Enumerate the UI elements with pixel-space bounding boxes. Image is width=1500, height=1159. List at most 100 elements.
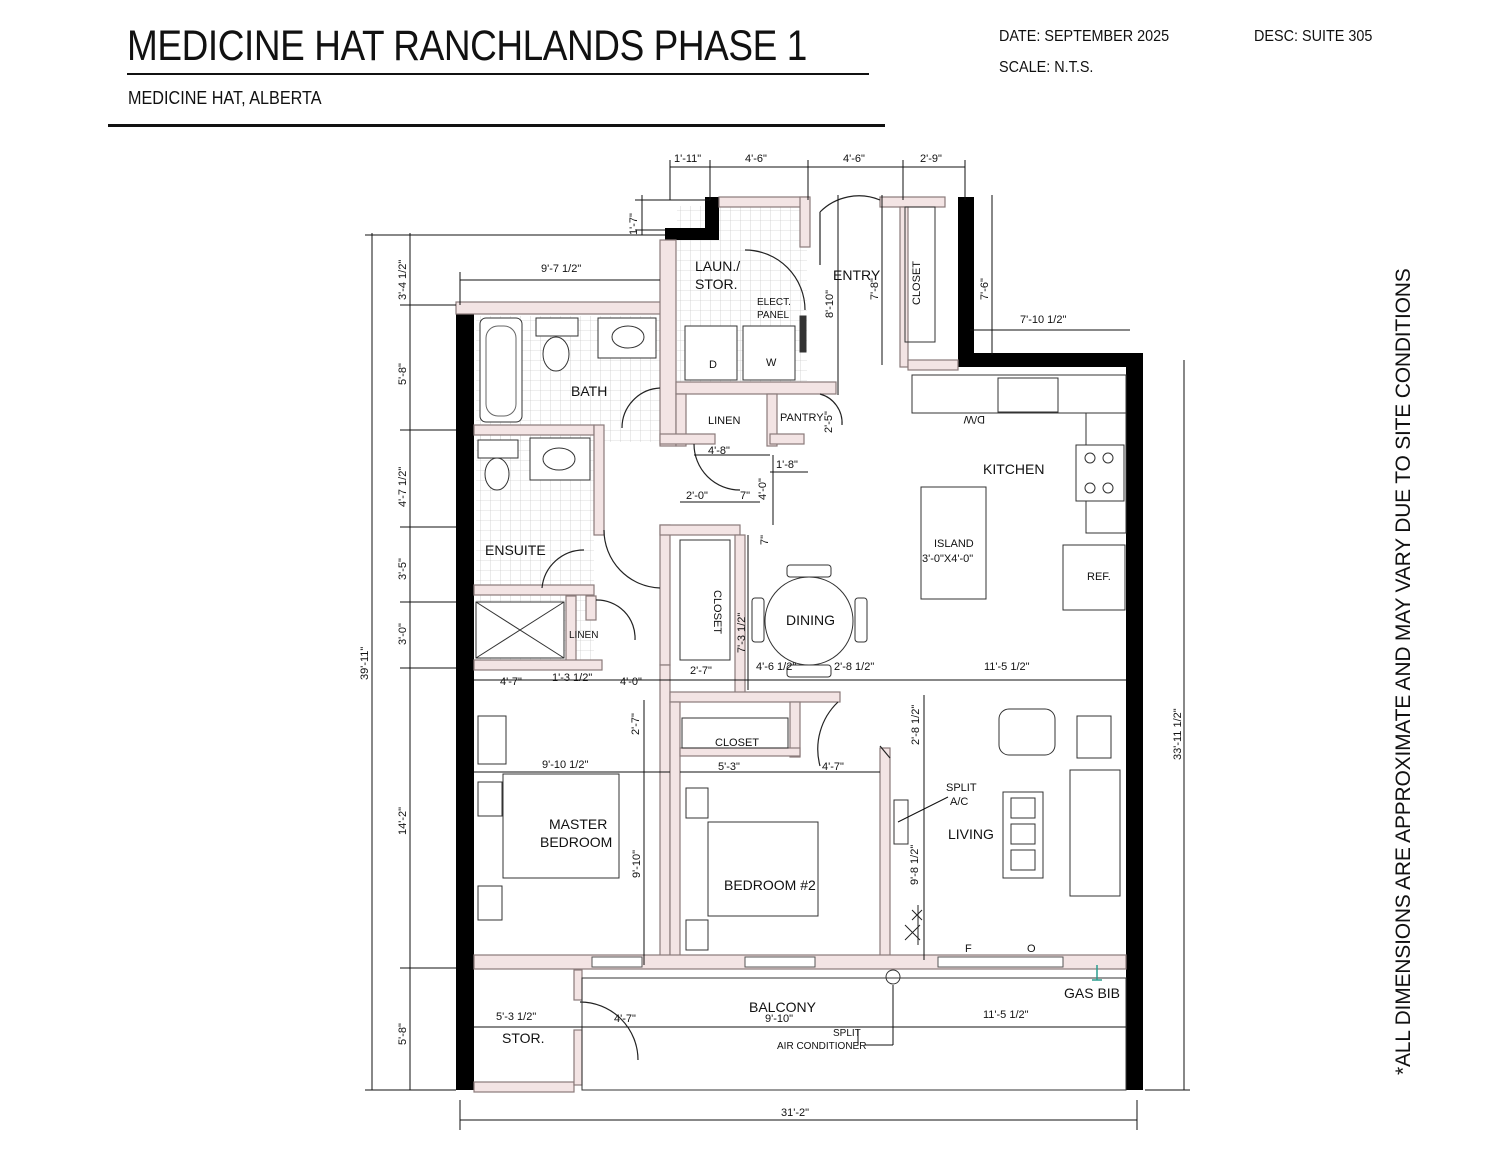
linen-ensuite-door: [595, 599, 636, 641]
dim-label: 4'-6 1/2": [756, 661, 796, 673]
dim-label: 5'-8": [397, 1023, 409, 1045]
ac-condenser: [885, 969, 901, 985]
dim-label: 1'-7": [628, 213, 640, 235]
dim-label: 3'-4 1/2": [397, 260, 409, 300]
dishwasher-label: D/W: [963, 413, 985, 425]
master-label-2: BEDROOM: [540, 834, 612, 850]
dim-label: 4'-6": [843, 153, 865, 165]
dim-label: 7": [759, 535, 771, 545]
plan-description: DESC: SUITE 305: [1254, 28, 1373, 45]
dim-label: 7'-3 1/2": [736, 613, 748, 653]
bath-door: [621, 387, 661, 429]
dim-label: 11'-5 1/2": [983, 1009, 1029, 1021]
dim-label: 5'-3": [718, 761, 740, 773]
entry-closet: [904, 206, 936, 343]
dim-label: 4'-0": [757, 478, 769, 500]
dim-label: 5'-3 1/2": [496, 1011, 536, 1023]
storage-door: [579, 1001, 639, 1061]
range: [1075, 444, 1125, 502]
dimension-lines: [365, 160, 1190, 1130]
master-dresser: [477, 715, 507, 765]
fixtures: [475, 206, 1127, 1091]
plan-scale: SCALE: N.T.S.: [999, 59, 1094, 76]
windows: [591, 956, 1064, 968]
living-wall-end: [879, 745, 891, 759]
dining-chair: [854, 597, 868, 643]
storage-label: STOR.: [502, 1030, 545, 1046]
dim-label: 39'-11": [359, 647, 371, 680]
room-labels: LAUN./ STOR. ELECT. PANEL ENTRY CLOSET B…: [485, 258, 1120, 1052]
f-label: F: [965, 943, 972, 955]
dim-label: 7'-10 1/2": [1020, 314, 1066, 326]
bedroom2-closet: [681, 717, 789, 749]
hall-closet: [679, 539, 731, 661]
linen-top-label: LINEN: [708, 415, 740, 427]
living-label: LIVING: [948, 826, 994, 842]
laundry-label: LAUN./: [695, 258, 740, 274]
ensuite-toilet: [484, 457, 510, 491]
kitchen-label: KITCHEN: [983, 461, 1044, 477]
split-ac-unit: [893, 799, 909, 845]
dryer: [684, 325, 738, 381]
dryer-label: D: [709, 359, 717, 371]
nightstand: [685, 919, 709, 951]
balcony-outline: [581, 977, 1127, 1091]
kitchen-island: [920, 486, 987, 600]
side-table: [1076, 715, 1112, 759]
washer-label: W: [766, 357, 777, 369]
gas-bib-label: GAS BIB: [1064, 985, 1120, 1001]
bedroom2-door: [817, 701, 839, 767]
dim-label: 9'-10 1/2": [542, 759, 588, 771]
ensuite-sink: [542, 447, 576, 471]
master-label: MASTER: [549, 816, 607, 832]
exterior-walls: [456, 197, 1143, 1090]
nightstand: [477, 781, 503, 817]
header-divider: [108, 124, 885, 127]
o-label: O: [1027, 943, 1036, 955]
dim-label: 2'-8 1/2": [834, 661, 874, 673]
kitchen-sink: [997, 377, 1059, 413]
title-underline: [127, 73, 869, 75]
laundry-label-2: STOR.: [695, 276, 738, 292]
dim-label: 2'-7": [630, 713, 642, 735]
dim-label: 11'-5 1/2": [984, 661, 1030, 673]
nightstand: [685, 787, 709, 819]
hall-closet-label: CLOSET: [711, 590, 723, 634]
door-swings: [541, 195, 891, 1061]
elect-panel-label: ELECT.: [757, 297, 791, 308]
dim-label: 33'-11 1/2": [1172, 708, 1184, 760]
dim-label: 4'-6": [745, 153, 767, 165]
ensuite-to-hall-door: [603, 529, 661, 589]
ref-label: REF.: [1087, 571, 1111, 583]
dim-label: 4'-8": [708, 445, 730, 457]
kitchen-counter-top: [911, 374, 1127, 414]
dim-label: 9'-10": [765, 1013, 793, 1025]
plan-title: MEDICINE HAT RANCHLANDS PHASE 1: [127, 22, 807, 70]
dim-label: 1'-3 1/2": [552, 672, 592, 684]
dim-label: 4'-7": [614, 1013, 636, 1025]
pantry-label: PANTRY: [780, 412, 824, 424]
dim-label: 1'-11": [674, 153, 701, 165]
dining-label: DINING: [786, 612, 835, 628]
plan-date: DATE: SEPTEMBER 2025: [999, 28, 1170, 45]
gas-bib-icon: [1092, 965, 1102, 981]
armchair: [998, 708, 1056, 756]
dim-label: 2'-8 1/2": [910, 705, 922, 745]
dining-chair: [786, 564, 832, 578]
dim-label: 2'-9": [920, 153, 942, 165]
island-size-label: 3'-0"X4'-0": [922, 553, 973, 565]
sofa: [1069, 769, 1121, 897]
nightstand: [477, 885, 503, 921]
bedroom2-label: BEDROOM #2: [724, 877, 816, 893]
bath-sink: [611, 325, 645, 349]
dim-label: 3'-0": [397, 623, 409, 645]
electrical-panel: [799, 315, 807, 353]
split-ac-label: SPLIT: [946, 782, 977, 794]
dim-label: 1'-8": [776, 459, 798, 471]
linen-ensuite-label: LINEN: [569, 630, 598, 641]
dining-chair: [786, 664, 832, 678]
dim-label: 9'-7 1/2": [541, 263, 581, 275]
laundry-door: [744, 249, 806, 311]
dim-label: 4'-0": [620, 676, 642, 688]
